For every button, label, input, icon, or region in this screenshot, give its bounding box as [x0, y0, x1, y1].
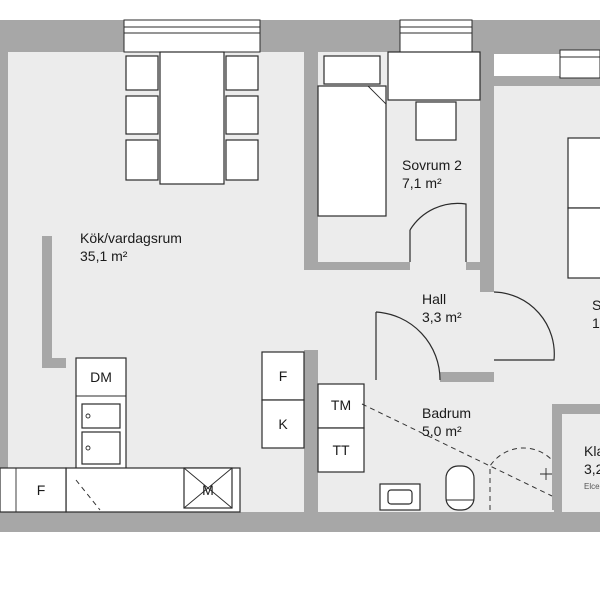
room-name: S — [592, 297, 600, 313]
room-name: Kla — [584, 443, 600, 459]
fridge-label: K — [278, 416, 288, 432]
room-area: 3,3 m² — [422, 309, 462, 325]
room-name: Hall — [422, 291, 447, 307]
room-area: 35,1 m² — [80, 248, 128, 264]
room-closet: Kla 3,2 Elce — [584, 442, 600, 496]
microwave-label: M — [202, 482, 214, 498]
interior-walls — [42, 30, 600, 510]
dining-set — [125, 51, 259, 185]
room-area: 7,1 m² — [402, 175, 442, 191]
room-name: Sovrum 2 — [402, 157, 462, 173]
room-bedroom-1: S 1 — [592, 296, 600, 332]
room-area: 5,0 m² — [422, 423, 462, 439]
room-area: 1 — [592, 315, 600, 331]
fridge-freezer — [261, 351, 305, 449]
kitchen-counter — [0, 357, 241, 513]
room-hall: Hall 3,3 m² — [422, 290, 462, 326]
doors — [375, 202, 555, 381]
washer-label: TM — [330, 397, 352, 413]
bathroom-fixtures — [379, 465, 552, 511]
dishwasher-label: DM — [90, 369, 112, 385]
laundry — [317, 383, 553, 510]
room-name: Kök/vardagsrum — [80, 230, 182, 246]
room-kitchen-living: Kök/vardagsrum 35,1 m² — [80, 229, 182, 265]
room-bathroom: Badrum 5,0 m² — [422, 404, 471, 440]
room-area: 3,2 — [584, 461, 600, 477]
room-bedroom-2: Sovrum 2 7,1 m² — [402, 156, 462, 192]
freezer-label: F — [278, 368, 288, 384]
exterior-walls — [0, 20, 600, 532]
dryer-label: TT — [332, 442, 350, 458]
bed — [317, 51, 481, 217]
bed-right — [567, 137, 600, 279]
room-name: Badrum — [422, 405, 472, 421]
room-note: Elce — [584, 482, 600, 491]
freezer-left-label: F — [36, 482, 46, 498]
